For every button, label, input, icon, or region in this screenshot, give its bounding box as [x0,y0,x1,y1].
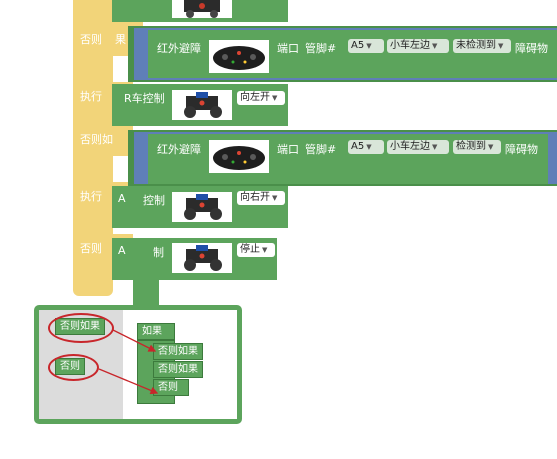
side-dropdown-2[interactable]: 小车左边▼ [387,140,449,154]
tail-label-2: 障碍物 [505,143,538,156]
stack-else-if-block-1[interactable]: 否则如果 [153,343,203,360]
stop-dropdown[interactable]: 停止▼ [237,243,275,257]
stack-else-if-block-2[interactable]: 否则如果 [153,361,203,378]
arrow-else-if [112,329,157,352]
sensor-title-2: 红外避障 [157,143,201,156]
robot-image-3 [172,243,232,273]
action-label-3: A [118,244,126,257]
dropdown-icon: ▼ [366,42,372,50]
port-label-1: 端口 [277,42,299,55]
pin-dropdown-2[interactable]: A5▼ [348,140,384,154]
sensor-title-1: 红外避障 [157,42,201,55]
dropdown-icon: ▼ [488,143,494,151]
arrow-else [98,368,159,395]
pin-dropdown-1[interactable]: A5▼ [348,39,384,53]
highlight-ring-else [48,354,99,381]
dropdown-icon: ▼ [366,143,372,151]
sensor-image-2 [209,140,269,173]
direction-dropdown-1[interactable]: 向左开▼ [237,91,285,105]
port-label-2: 端口 [277,143,299,156]
else-label-2: 否则 [80,242,102,255]
action-label-3-tail: 制 [153,246,164,259]
else-label-1-tail: 果 [115,33,126,46]
dropdown-icon: ▼ [432,42,438,50]
robot-image-2 [172,192,232,222]
else-if-label: 否则如 [80,133,113,146]
side-dropdown-1[interactable]: 小车左边▼ [387,39,449,53]
detect-dropdown-1[interactable]: 未检测到▼ [453,39,511,53]
pin-label-1: 管脚# [305,42,337,55]
dropdown-icon: ▼ [262,246,268,254]
action-label-1: R车控制 [124,92,165,105]
robot-image [172,0,232,18]
detect-dropdown-2[interactable]: 检测到▼ [453,140,501,154]
action-label-2: A [118,192,126,205]
dropdown-icon: ▼ [432,143,438,151]
direction-dropdown-2[interactable]: 向右开▼ [237,191,285,205]
sensor-image-1 [209,40,269,73]
action-label-2-tail: 控制 [143,194,165,207]
exec-label-1: 执行 [80,90,102,103]
dropdown-icon: ▼ [498,42,504,50]
robot-image-1 [172,90,232,120]
highlight-ring-else-if [48,313,114,343]
dropdown-icon: ▼ [272,94,278,102]
stack-if-block[interactable]: 如果 [137,323,175,340]
dropdown-icon: ▼ [272,194,278,202]
tail-label-1: 障碍物 [515,42,548,55]
exec-label-2: 执行 [80,190,102,203]
pin-label-2: 管脚# [305,143,337,156]
else-label-1: 否则 [80,33,102,46]
